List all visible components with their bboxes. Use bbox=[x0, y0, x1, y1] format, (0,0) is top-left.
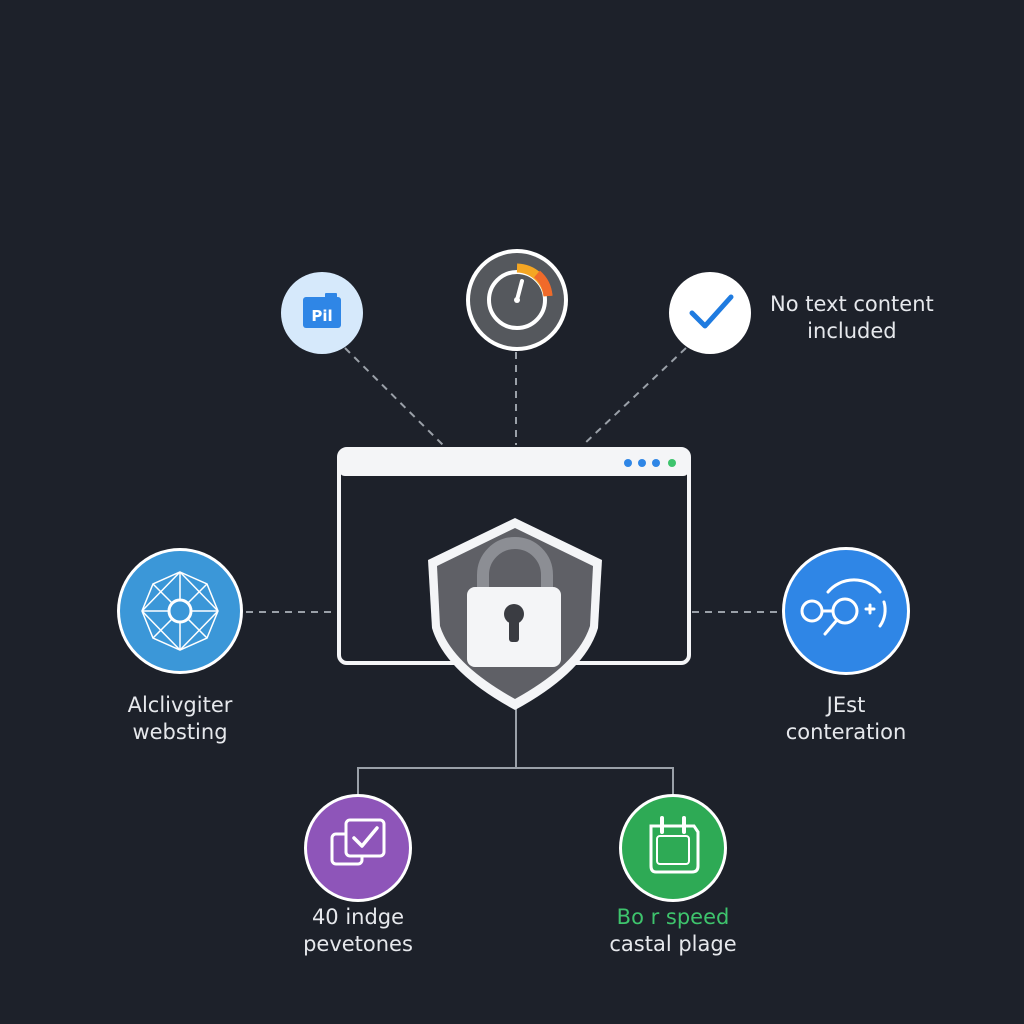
top-right-label-line1: No text content bbox=[770, 292, 934, 316]
mid-left-label-line1: Alclivgiter bbox=[127, 693, 233, 717]
window-dot bbox=[668, 459, 676, 467]
mid-left-label: Alclivgiter websting bbox=[100, 692, 260, 746]
mid-right-label-line2: conteration bbox=[785, 720, 907, 744]
window-dot bbox=[638, 459, 646, 467]
window-dot bbox=[624, 459, 632, 467]
connector-top-right bbox=[582, 347, 687, 446]
connectors bbox=[246, 347, 782, 795]
check-icon bbox=[669, 272, 751, 354]
bottom-left-label-line2: pevetones bbox=[303, 932, 413, 956]
bottom-right-label-line2: castal plage bbox=[609, 932, 737, 956]
document-chart-icon-text: Pil bbox=[311, 307, 332, 325]
document-chart-icon: Pil bbox=[281, 272, 363, 354]
top-right-label-line2: included bbox=[807, 319, 897, 343]
bottom-right-label-line1: Bo r speed bbox=[616, 905, 730, 929]
connector-bottom-tree bbox=[357, 708, 517, 795]
tasks-check-icon bbox=[304, 794, 412, 902]
calendar-icon bbox=[619, 794, 727, 902]
bottom-left-label: 40 indge pevetones bbox=[278, 904, 438, 958]
bottom-left-label-line1: 40 indge bbox=[311, 905, 405, 929]
shield-lock-icon bbox=[428, 518, 602, 710]
window-dot bbox=[652, 459, 660, 467]
speed-gauge-icon bbox=[466, 249, 568, 351]
network-globe-icon bbox=[117, 548, 243, 674]
connector-bottom-tree-right bbox=[516, 767, 674, 795]
top-right-label: No text content included bbox=[770, 291, 934, 345]
mid-right-label-line1: JEst bbox=[826, 693, 866, 717]
bottom-right-label: Bo r speed castal plage bbox=[593, 904, 753, 958]
mid-right-label: JEst conteration bbox=[766, 692, 926, 746]
search-refresh-icon bbox=[782, 547, 910, 675]
mid-left-label-line2: websting bbox=[132, 720, 228, 744]
connector-top-left bbox=[344, 347, 444, 446]
